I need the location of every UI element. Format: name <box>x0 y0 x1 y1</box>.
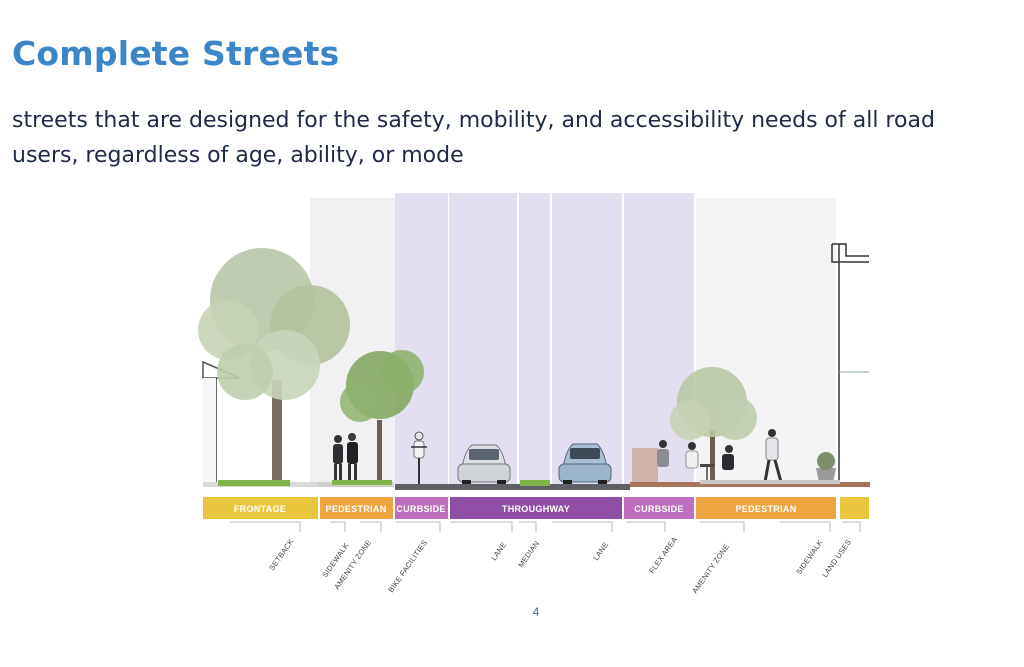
zone-bar-throughway: THROUGHWAY <box>450 497 622 519</box>
page-subtitle: streets that are designed for the safety… <box>12 108 935 168</box>
zone-bar-pedestrian-left: PEDESTRIAN <box>320 497 393 519</box>
zone-bar-pedestrian-right: PEDESTRIAN <box>696 497 836 519</box>
zone-label-curbside-right: CURBSIDE <box>634 504 683 514</box>
sub-label-median: MEDIAN <box>516 539 541 569</box>
cyclist <box>411 431 427 486</box>
sub-label-flex-area: FLEX AREA <box>647 535 679 575</box>
sub-label-land-uses: LAND USES <box>820 538 853 579</box>
car-right <box>558 443 612 487</box>
sub-label-amenity-zone-left: AMENITY ZONE <box>332 538 373 591</box>
sub-label-lane-left: LANE <box>489 540 508 562</box>
planter <box>816 452 836 482</box>
zone-bar-land-uses <box>840 497 869 519</box>
pedestrians-couple-left <box>333 433 358 482</box>
tree-right <box>670 367 757 482</box>
cafe-seating <box>632 440 734 482</box>
tree-large-left <box>198 248 350 482</box>
zone-label-pedestrian-right: PEDESTRIAN <box>735 504 796 514</box>
zone-label-pedestrian-left: PEDESTRIAN <box>325 504 386 514</box>
pedestrian-walking-right <box>763 429 783 483</box>
zone-bar-frontage: FRONTAGE <box>203 497 318 519</box>
leader-lines <box>230 521 861 532</box>
zone-label-throughway: THROUGHWAY <box>502 504 570 514</box>
sub-label-setback: SETBACK <box>267 537 295 572</box>
zone-frontage <box>203 497 318 519</box>
sub-label-bike-facilities: BIKE FACILITIES <box>386 538 429 594</box>
building-right <box>831 243 869 482</box>
zone-bar-curbside-right: CURBSIDE <box>624 497 694 519</box>
page-title: Complete Streets <box>12 34 340 73</box>
zone-label-curbside-left: CURBSIDE <box>396 504 445 514</box>
sub-label-lane-right: LANE <box>591 540 610 562</box>
tree-small-left <box>340 350 424 482</box>
ground-strip <box>203 480 870 490</box>
car-left <box>457 444 511 487</box>
zone-label-frontage: FRONTAGE <box>234 504 286 514</box>
page-number: 4 <box>532 605 540 619</box>
sub-labels: SETBACK SIDEWALK AMENITY ZONE BIKE FACIL… <box>267 535 853 595</box>
lane-highlight-columns <box>310 193 836 485</box>
zone-bar-curbside-left: CURBSIDE <box>395 497 448 519</box>
sub-label-sidewalk-right: SIDEWALK <box>794 538 824 576</box>
sub-label-amenity-zone-right: AMENITY ZONE <box>690 542 731 595</box>
